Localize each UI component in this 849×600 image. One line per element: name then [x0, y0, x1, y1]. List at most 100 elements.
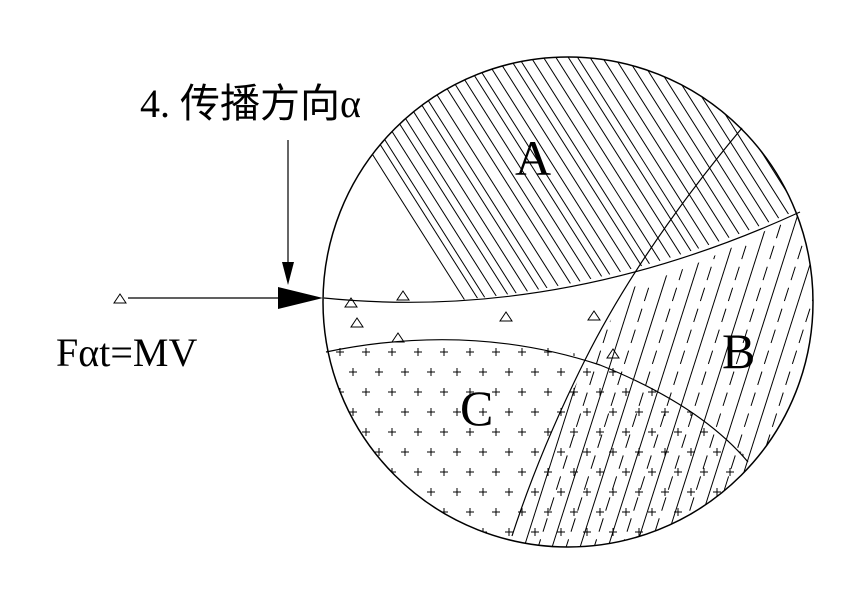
direction-arrow-head — [282, 262, 294, 285]
cross-mark — [414, 348, 422, 356]
cross-mark — [349, 448, 357, 456]
cross-mark — [583, 368, 591, 376]
cross-mark — [349, 488, 357, 496]
cross-mark — [739, 448, 747, 456]
cross-mark — [700, 388, 708, 396]
cross-mark — [635, 408, 643, 416]
cross-mark — [661, 488, 669, 496]
cross-mark — [739, 408, 747, 416]
cross-mark — [570, 468, 578, 476]
hatch-line — [556, 57, 748, 305]
cross-mark — [674, 508, 682, 516]
cross-mark — [401, 528, 409, 536]
region-a-label: A — [515, 130, 551, 186]
cross-mark — [401, 448, 409, 456]
hatch-line — [389, 57, 581, 305]
cross-mark — [739, 488, 747, 496]
cross-mark — [388, 428, 396, 436]
cross-mark — [453, 408, 461, 416]
hatch-line — [814, 120, 849, 560]
cross-mark — [700, 428, 708, 436]
cross-mark — [596, 428, 604, 436]
sphere-outline — [322, 56, 814, 548]
cross-mark — [375, 368, 383, 376]
boundary-c-upper — [325, 339, 749, 463]
cross-mark — [700, 348, 708, 356]
cross-mark — [700, 508, 708, 516]
hatch-line — [743, 200, 813, 547]
hatch-line — [533, 200, 675, 547]
cross-mark — [596, 508, 604, 516]
cross-mark — [427, 448, 435, 456]
region-c-label: C — [460, 380, 493, 436]
cross-mark — [583, 528, 591, 536]
hatch-line — [575, 200, 717, 547]
cross-mark — [544, 388, 552, 396]
cross-mark — [466, 428, 474, 436]
cross-mark — [440, 348, 448, 356]
cross-mark — [609, 488, 617, 496]
cross-mark — [349, 368, 357, 376]
cross-mark — [622, 428, 630, 436]
cross-mark — [388, 508, 396, 516]
cross-mark — [713, 448, 721, 456]
cross-mark — [622, 468, 630, 476]
triangle-marker — [606, 348, 620, 359]
cross-mark — [622, 388, 630, 396]
cross-mark — [557, 448, 565, 456]
region-a-hatch — [323, 57, 813, 305]
cross-mark — [531, 368, 539, 376]
boundary-b-left — [511, 127, 743, 537]
cross-mark — [674, 468, 682, 476]
region-b-label: B — [722, 323, 755, 379]
cross-mark — [375, 488, 383, 496]
cross-mark — [388, 348, 396, 356]
cross-mark — [518, 388, 526, 396]
triangle-marker — [499, 311, 513, 322]
cross-mark — [479, 448, 487, 456]
cross-mark — [609, 408, 617, 416]
cross-mark — [336, 468, 344, 476]
triangle-marker — [396, 290, 410, 301]
hatch-line — [561, 200, 703, 547]
cross-mark — [713, 488, 721, 496]
cross-mark — [635, 528, 643, 536]
formula-label: Fαt=MV — [56, 330, 197, 375]
cross-mark — [648, 428, 656, 436]
cross-mark — [635, 448, 643, 456]
hatch-line — [702, 57, 813, 305]
cross-mark — [739, 528, 747, 536]
cross-mark — [648, 508, 656, 516]
cross-mark — [674, 388, 682, 396]
cross-mark — [453, 448, 461, 456]
cross-mark — [492, 468, 500, 476]
hatch-line — [590, 57, 782, 305]
cross-mark — [687, 488, 695, 496]
region-b-hatch — [519, 120, 849, 560]
cross-mark — [440, 468, 448, 476]
cross-mark — [440, 428, 448, 436]
impulse-arrow-head — [278, 287, 323, 309]
hatch-line — [701, 200, 813, 547]
triangle-marker — [391, 332, 405, 343]
cross-mark — [492, 388, 500, 396]
cross-mark — [414, 428, 422, 436]
cross-mark — [583, 448, 591, 456]
cross-mark — [427, 408, 435, 416]
cross-mark — [414, 388, 422, 396]
cross-mark — [661, 408, 669, 416]
cross-mark — [492, 348, 500, 356]
cross-mark — [427, 368, 435, 376]
cross-mark — [557, 528, 565, 536]
hatch-line — [415, 57, 607, 305]
cross-mark — [479, 408, 487, 416]
cross-mark — [466, 388, 474, 396]
cross-mark — [622, 348, 630, 356]
hatch-line — [485, 57, 677, 305]
hatch-line — [439, 57, 630, 305]
cross-mark — [570, 428, 578, 436]
hatch-line — [532, 57, 723, 305]
boundary-a-lower — [323, 211, 801, 303]
cross-mark — [596, 468, 604, 476]
